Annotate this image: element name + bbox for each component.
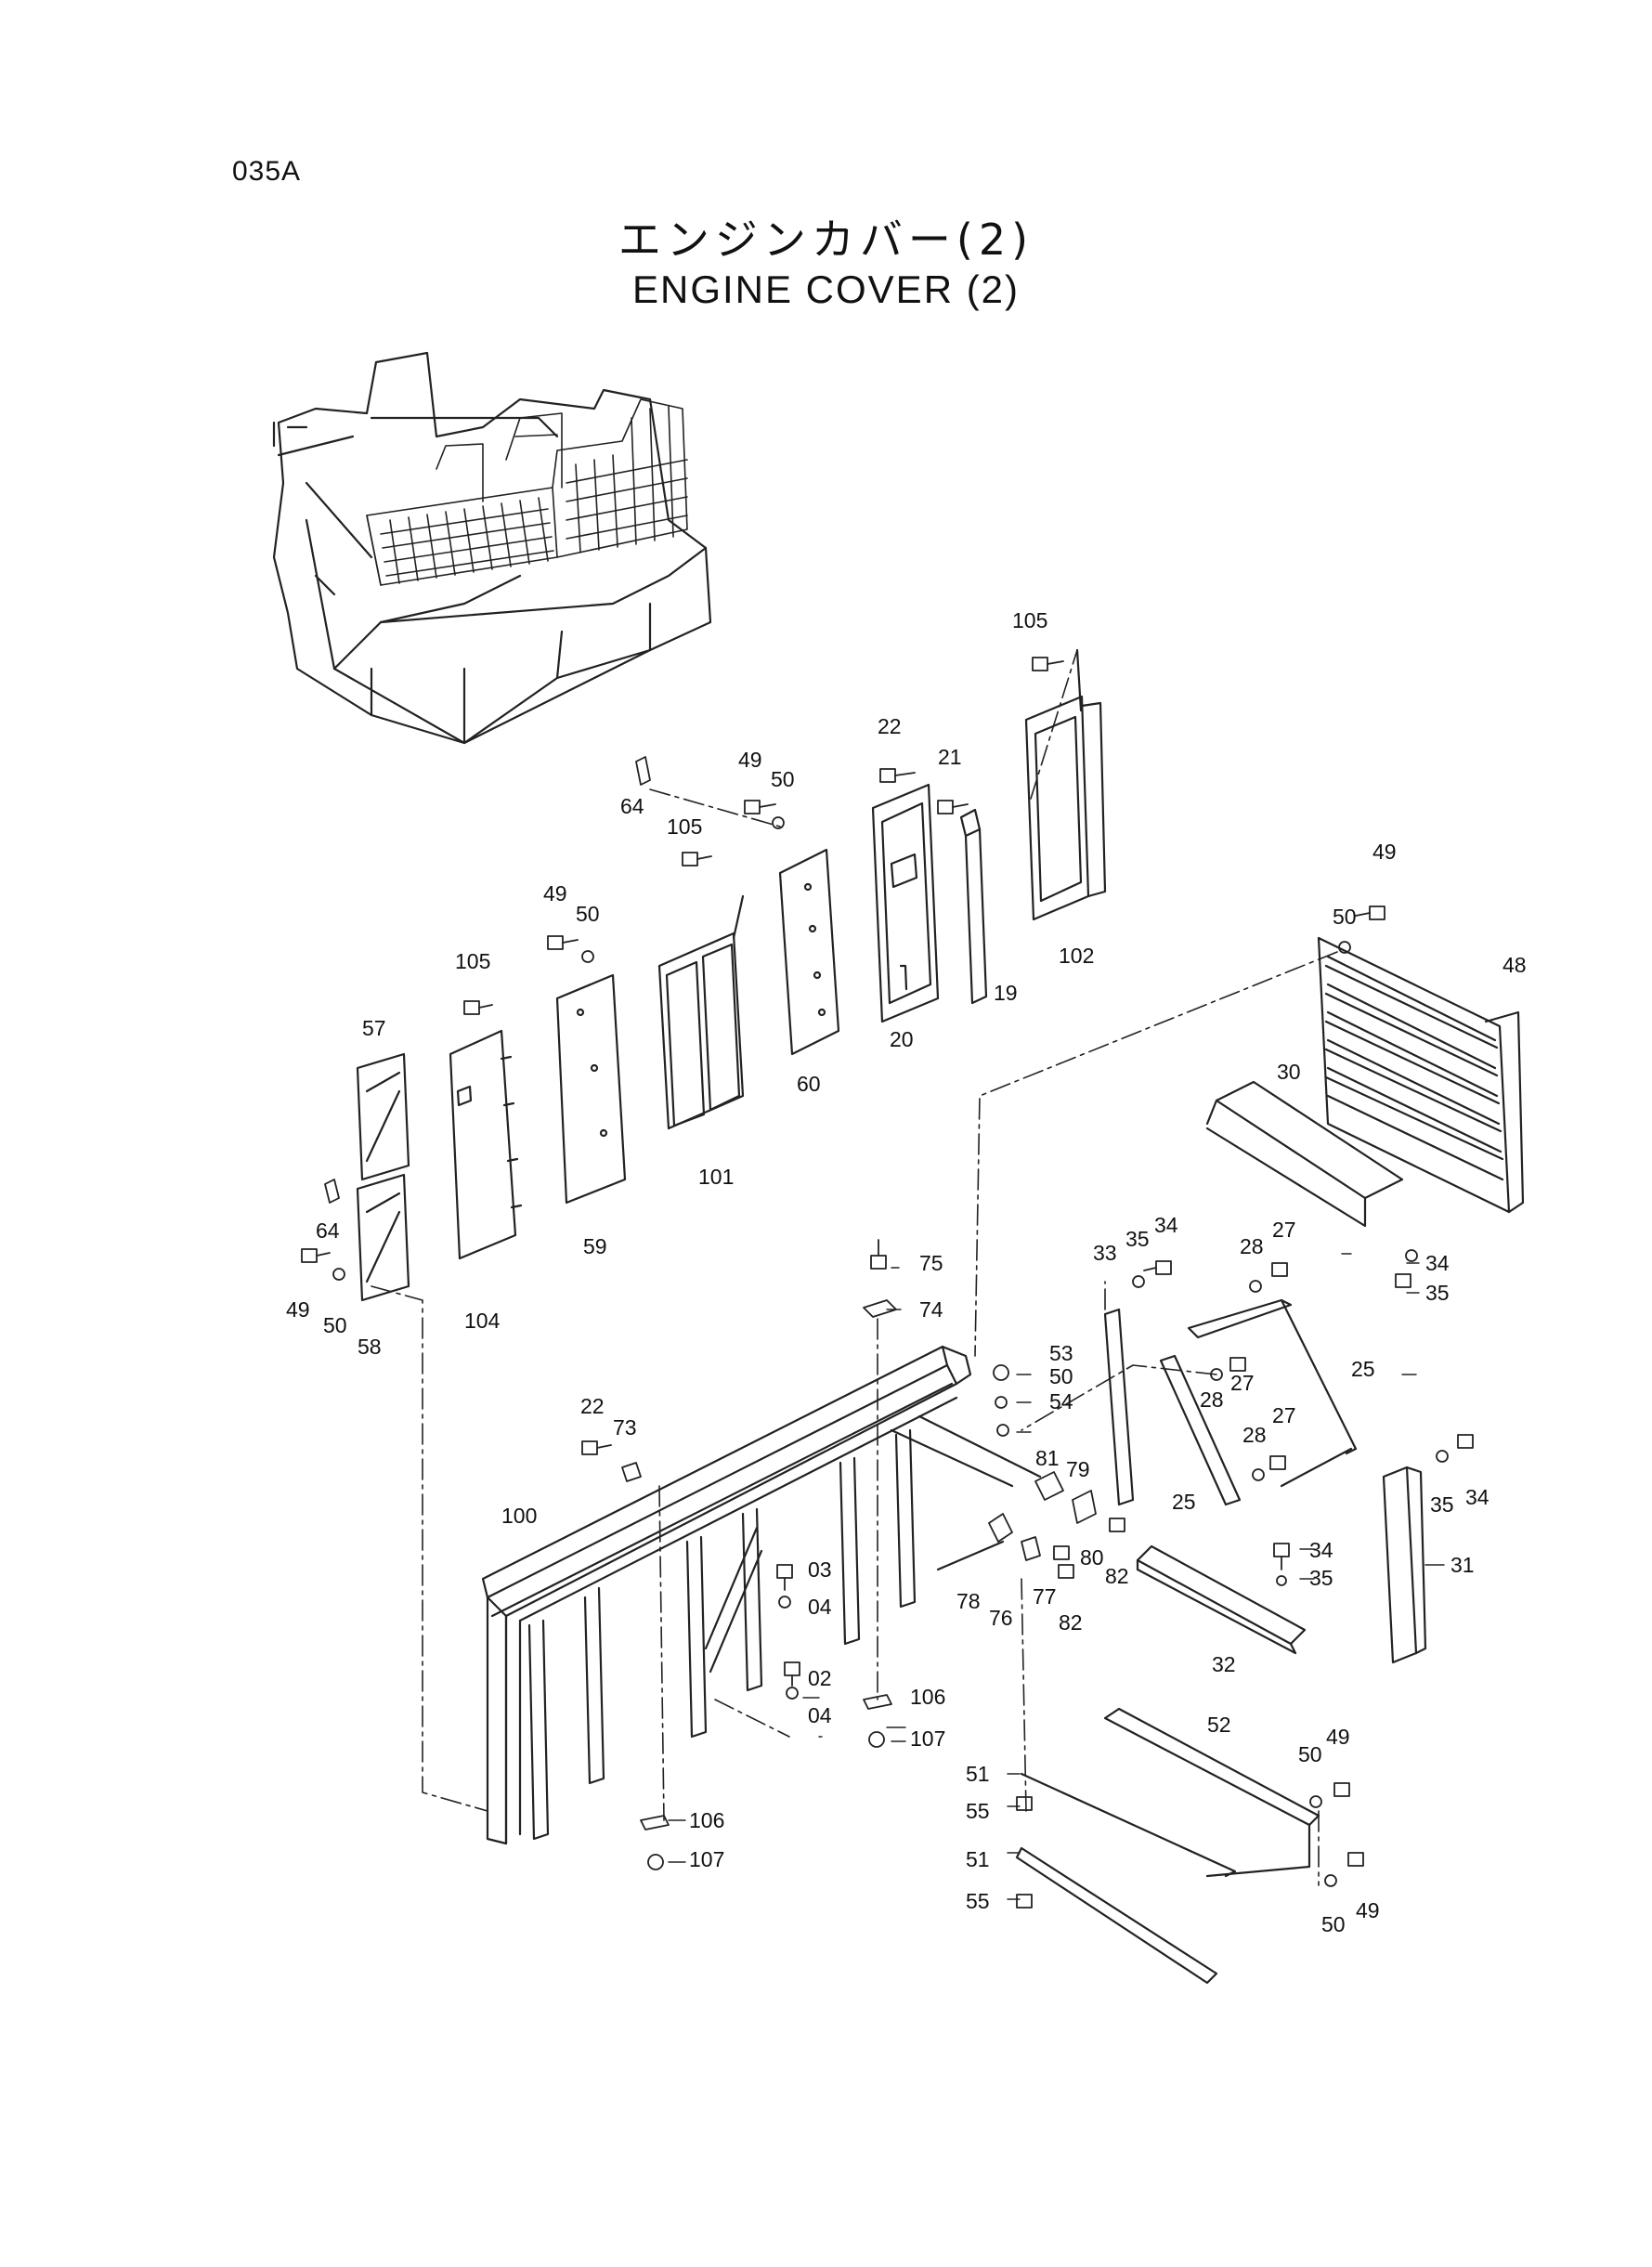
- callout-label: 54: [1049, 1389, 1073, 1414]
- callout-label: 75: [919, 1251, 943, 1275]
- fastener-hardware: [301, 657, 1474, 1909]
- title-english: ENGINE COVER (2): [631, 267, 1021, 311]
- callout-label: 35: [1309, 1566, 1333, 1590]
- callout-label: 102: [1059, 944, 1094, 968]
- page-code: 035A: [232, 156, 302, 187]
- callout-label: 22: [878, 714, 902, 738]
- callout-label: 35: [1125, 1227, 1150, 1251]
- callout-label: 49: [1372, 840, 1397, 864]
- callout-label: 34: [1154, 1213, 1178, 1237]
- callout-label: 51: [966, 1762, 990, 1786]
- callout-label: 50: [1049, 1364, 1073, 1388]
- callout-label: 55: [966, 1799, 990, 1823]
- callout-label: 31: [1450, 1553, 1475, 1577]
- callout-label: 78: [956, 1589, 981, 1613]
- callout-label: 35: [1430, 1492, 1454, 1517]
- callout-label: 64: [620, 794, 644, 818]
- callout-label: 50: [576, 902, 600, 926]
- callout-label: 49: [1326, 1725, 1350, 1749]
- callout-label: 04: [808, 1703, 832, 1727]
- callout-label: 50: [1298, 1742, 1322, 1766]
- main-frame-assembly: [481, 1345, 1042, 1845]
- right-side-panels: [1015, 936, 1525, 1985]
- callout-label: 82: [1059, 1610, 1083, 1635]
- callout-label: 49: [286, 1297, 310, 1322]
- callout-label: 105: [455, 949, 490, 973]
- callout-label: 34: [1425, 1251, 1450, 1275]
- callout-label: 34: [1465, 1485, 1489, 1509]
- callout-label: 22: [580, 1394, 605, 1418]
- callout-label: 58: [358, 1335, 382, 1359]
- callout-label: 48: [1502, 953, 1527, 977]
- callout-label: 106: [910, 1685, 945, 1709]
- callout-label: 50: [1321, 1912, 1346, 1936]
- callout-label: 59: [583, 1234, 607, 1258]
- callout-label: 107: [689, 1847, 724, 1871]
- callout-label: 28: [1200, 1388, 1224, 1412]
- callout-label: 25: [1351, 1357, 1375, 1381]
- callout-label: 53: [1049, 1341, 1073, 1365]
- callout-leaders: [668, 1253, 1445, 1900]
- callout-label: 77: [1033, 1584, 1057, 1609]
- callout-label: 27: [1230, 1371, 1255, 1395]
- callout-label: 52: [1207, 1713, 1231, 1737]
- callout-label: 107: [910, 1726, 945, 1751]
- callout-label: 03: [808, 1557, 832, 1582]
- callout-label: 27: [1272, 1218, 1296, 1242]
- callout-label: 50: [1333, 905, 1357, 929]
- callout-label: 32: [1212, 1652, 1236, 1676]
- upper-cover-panels: [356, 648, 1107, 1302]
- callout-label: 19: [994, 981, 1018, 1005]
- callout-label: 49: [738, 748, 762, 772]
- callout-label: 79: [1066, 1457, 1090, 1481]
- callout-label: 106: [689, 1808, 724, 1832]
- callout-label: 105: [667, 814, 702, 839]
- callout-label: 20: [890, 1027, 914, 1051]
- callout-label: 101: [698, 1165, 734, 1189]
- callout-label: 27: [1272, 1403, 1296, 1427]
- callout-label: 34: [1309, 1538, 1333, 1562]
- callout-label: 35: [1425, 1281, 1450, 1305]
- callout-label: 105: [1012, 608, 1047, 632]
- callout-label: 25: [1172, 1490, 1196, 1514]
- callout-label: 76: [989, 1606, 1013, 1630]
- callout-label: 81: [1035, 1446, 1060, 1470]
- callout-label: 100: [501, 1504, 537, 1528]
- title-japanese: エンジンカバー(2): [618, 215, 1034, 265]
- callout-label: 82: [1105, 1564, 1129, 1588]
- callout-label: 21: [938, 745, 962, 769]
- callout-label: 49: [1356, 1898, 1380, 1922]
- callout-label: 51: [966, 1847, 990, 1871]
- callout-label: 80: [1080, 1545, 1104, 1570]
- callout-label: 28: [1240, 1234, 1264, 1258]
- callout-label: 55: [966, 1889, 990, 1913]
- callout-label: 104: [464, 1309, 501, 1333]
- callout-label: 28: [1242, 1423, 1267, 1447]
- assembly-center-lines: [371, 649, 1338, 1886]
- callout-label: 02: [808, 1666, 832, 1690]
- callout-label: 73: [613, 1415, 637, 1440]
- callout-label: 50: [323, 1313, 347, 1337]
- callout-label: 33: [1093, 1241, 1117, 1265]
- callout-label: 30: [1277, 1060, 1301, 1084]
- machine-overview-illustration: [272, 351, 712, 745]
- callout-label: 57: [362, 1016, 386, 1040]
- callout-label: 49: [543, 881, 567, 905]
- callout-label: 50: [771, 767, 795, 791]
- callout-label: 60: [797, 1072, 821, 1096]
- callout-label: 64: [316, 1218, 340, 1243]
- callout-label: 74: [919, 1297, 943, 1322]
- callout-label: 04: [808, 1595, 832, 1619]
- part-callouts: 105 22 21 49 50 64 105 102 19 20 60 101 …: [286, 608, 1527, 1936]
